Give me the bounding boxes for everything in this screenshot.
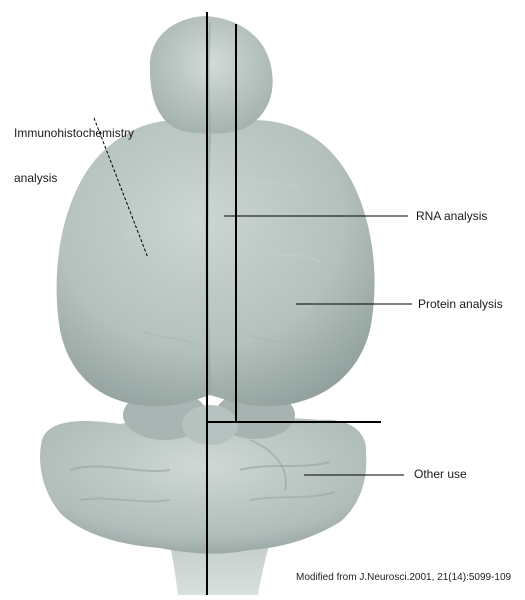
- immunohistochemistry-label-line1: Immunohistochemistry: [14, 126, 134, 141]
- immunohistochemistry-label-line2: analysis: [14, 171, 134, 186]
- immunohistochemistry-label: Immunohistochemistry analysis: [14, 96, 134, 216]
- olfactory-bulbs: [150, 16, 273, 134]
- rna-analysis-label: RNA analysis: [416, 209, 487, 224]
- source-credit: Modified from J.Neurosci.2001, 21(14):50…: [296, 570, 511, 585]
- other-use-label: Other use: [414, 467, 467, 482]
- protein-analysis-label: Protein analysis: [418, 297, 503, 312]
